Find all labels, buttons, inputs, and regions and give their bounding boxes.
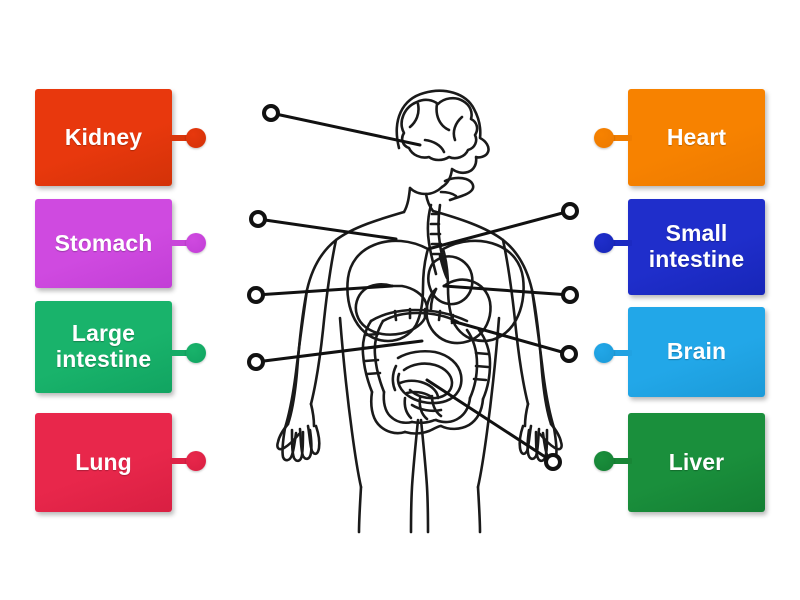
label-card-stomach[interactable]: Stomach: [35, 199, 172, 288]
label-card-heart-text: Heart: [666, 123, 727, 150]
connector-knob-small-intestine[interactable]: [594, 233, 614, 253]
label-card-brain-text: Brain: [666, 338, 727, 365]
label-card-large-intestine-text: Large intestine: [55, 320, 152, 372]
connector-stub-heart: [604, 135, 632, 141]
connector-knob-brain[interactable]: [594, 343, 614, 363]
label-card-stomach-text: Stomach: [54, 229, 153, 256]
connector-knob-lung[interactable]: [186, 451, 206, 471]
connector-knob-large-intestine[interactable]: [186, 343, 206, 363]
connector-knob-kidney[interactable]: [186, 128, 206, 148]
label-card-kidney[interactable]: Kidney: [35, 89, 172, 186]
connector-knob-stomach[interactable]: [186, 233, 206, 253]
connector-stub-kidney: [170, 135, 200, 141]
label-card-lung-text: Lung: [75, 448, 132, 475]
label-card-liver[interactable]: Liver: [628, 413, 765, 512]
label-card-kidney-text: Kidney: [64, 123, 143, 150]
label-card-heart[interactable]: Heart: [628, 89, 765, 186]
connector-stub-brain: [604, 350, 632, 356]
label-card-lung[interactable]: Lung: [35, 413, 172, 512]
connector-stub-large-intestine: [170, 350, 200, 356]
connector-stub-stomach: [170, 240, 200, 246]
connector-knob-liver[interactable]: [594, 451, 614, 471]
label-card-small-intestine-text: Small intestine: [648, 220, 745, 272]
connector-stub-lung: [170, 458, 200, 464]
connector-knob-heart[interactable]: [594, 128, 614, 148]
label-card-brain[interactable]: Brain: [628, 307, 765, 397]
connector-stub-small-intestine: [604, 240, 632, 246]
label-card-liver-text: Liver: [668, 448, 725, 475]
connector-stub-liver: [604, 458, 632, 464]
label-card-small-intestine[interactable]: Small intestine: [628, 199, 765, 295]
label-card-large-intestine[interactable]: Large intestine: [35, 301, 172, 393]
